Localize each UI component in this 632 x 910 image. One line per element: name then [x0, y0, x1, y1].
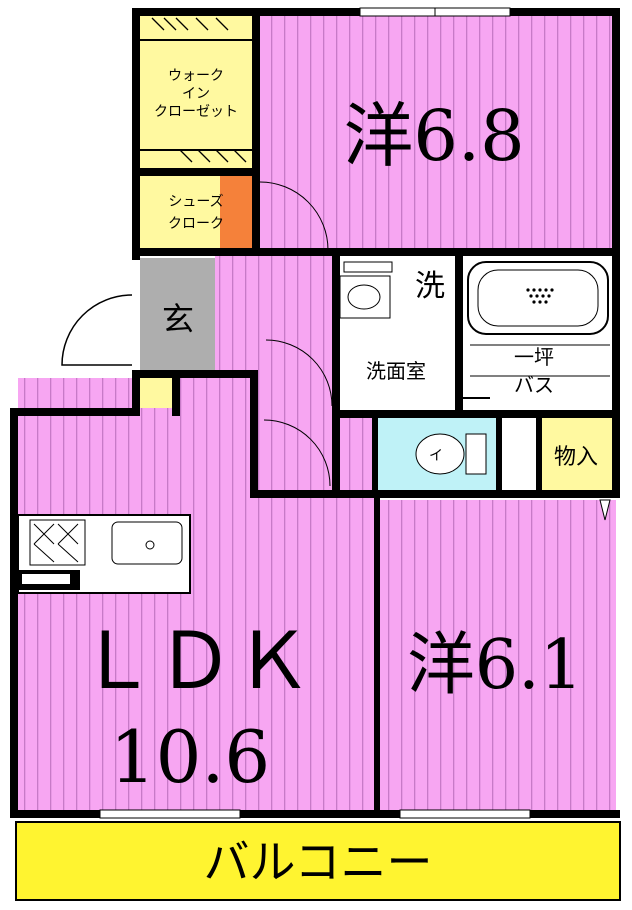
western-room-1-label: 洋6.8 [343, 95, 524, 177]
ldk-size-label: 10.6 [110, 715, 270, 799]
walk-in-closet-label-1: ウォーク [168, 68, 224, 84]
balcony-label: バルコニー [203, 835, 432, 889]
bath-label-1: 一坪 [514, 345, 554, 369]
toilet-bowl [415, 433, 465, 475]
toilet-door [263, 419, 331, 487]
shoes-cloak-floor [136, 176, 220, 248]
storage-label: 物入 [554, 445, 598, 470]
balcony-floor [15, 821, 621, 901]
pipe-shaft [500, 418, 536, 490]
storage-floor [540, 418, 612, 490]
western-room-2-floor [378, 500, 616, 810]
shoes-cloak-accent [220, 176, 256, 248]
closet-door [259, 181, 329, 251]
toilet-label: イ [429, 448, 443, 464]
walk-in-closet-floor [136, 12, 256, 172]
kitchen-sink [111, 521, 183, 565]
washroom-label: 洗面室 [366, 359, 426, 383]
western-room-2-label: 洋6.1 [407, 626, 583, 705]
western-room-1-floor [258, 12, 614, 248]
entrance-step [140, 378, 178, 408]
walls [10, 8, 620, 818]
entrance-floor [140, 258, 215, 370]
bath-label-2: バス [514, 373, 554, 397]
walk-in-closet-label-3: クローゼット [154, 104, 238, 120]
laundry-label: 洗 [415, 269, 445, 304]
entrance-door [61, 294, 133, 366]
entrance-label: 玄 [162, 300, 194, 338]
shoes-cloak-label-2: クローク [168, 216, 224, 232]
shoes-cloak-label-1: シューズ [168, 194, 223, 210]
walk-in-closet-label-2: イン [182, 86, 210, 102]
washroom-door [265, 339, 333, 407]
ldk-label: ＬＤＫ [78, 617, 312, 707]
